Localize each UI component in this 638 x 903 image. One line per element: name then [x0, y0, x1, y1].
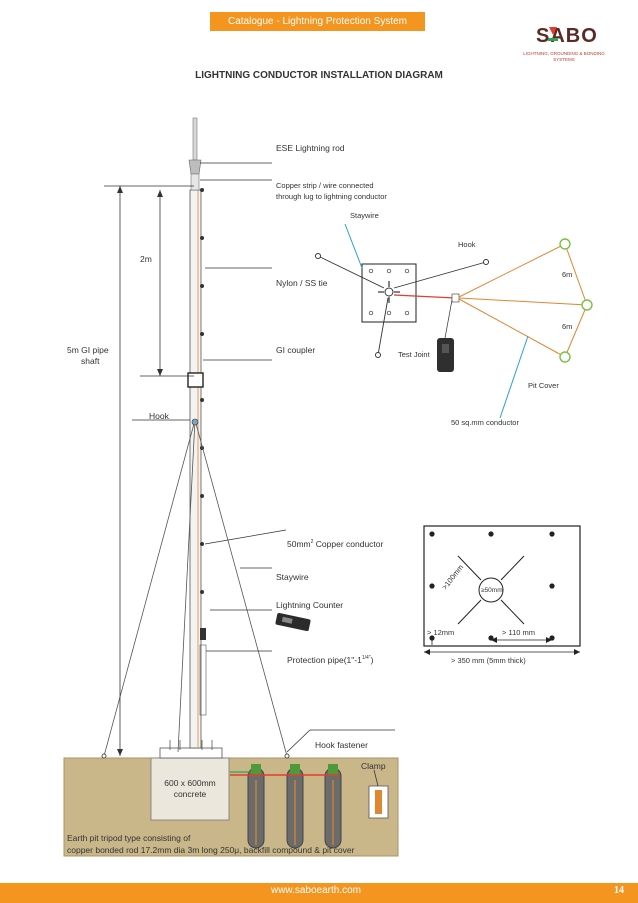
staywires	[103, 419, 288, 757]
label-protection-pipe: Protection pipe(1"-11/4")	[287, 655, 374, 665]
staywire-leader	[344, 223, 363, 269]
catalogue-title-bar: Catalogue - Lightning Protection System	[210, 12, 425, 31]
mast-hooks	[200, 188, 204, 594]
label-test-joint: Test Joint	[398, 350, 430, 359]
label-plate-hole: ≥50mm	[481, 587, 503, 594]
footer-bar	[0, 883, 638, 903]
base-bolts	[169, 740, 213, 750]
plan-view	[315, 223, 593, 419]
label-50sqmm: 50 sq.mm conductor	[451, 418, 519, 427]
label-hook-left: Hook	[149, 411, 169, 421]
sabo-logo-mark	[548, 27, 558, 41]
ese-collar	[190, 173, 200, 191]
mast-lightning-counter	[200, 628, 206, 640]
earth-electrodes	[247, 764, 342, 849]
label-copper-strip-1: Copper strip / wire connected	[276, 181, 374, 190]
label-pit-cover: Pit Cover	[528, 381, 559, 390]
mast-base-plate	[159, 747, 223, 759]
label-staywire-top: Staywire	[350, 211, 379, 220]
label-plate-left-dim: > 12mm	[427, 628, 455, 637]
base-plate-detail	[423, 525, 581, 655]
label-6m-lower: 6m	[562, 322, 573, 331]
label-lightning-counter: Lightning Counter	[276, 600, 344, 610]
lightning-counter-illustration	[275, 612, 311, 632]
label-2m: 2m	[140, 254, 152, 264]
label-gi-coupler: GI coupler	[276, 345, 316, 355]
page-number: 14	[614, 885, 624, 896]
label-6m-upper: 6m	[562, 270, 573, 279]
plan-test-joint	[451, 293, 460, 303]
label-ese-rod: ESE Lightning rod	[276, 143, 345, 153]
dimension-5m	[104, 185, 194, 756]
staywire-hook	[191, 418, 199, 426]
concrete-box	[150, 757, 230, 821]
label-copper-strip-2: through lug to lightning conductor	[276, 192, 387, 201]
gi-pipe-mast	[189, 189, 202, 749]
label-staywire-mid: Staywire	[276, 572, 309, 582]
hook-fastener-right	[284, 753, 290, 759]
gi-coupler	[187, 372, 204, 388]
hook-fastener-left	[101, 753, 107, 759]
label-plate-bottom-dim: > 350 mm (5mm thick)	[451, 656, 526, 665]
mast-protection-pipe	[199, 644, 207, 716]
label-plate-right-dim: > 110 mm	[502, 628, 535, 637]
footer-url[interactable]: www.saboearth.com	[270, 885, 362, 896]
label-clamp: Clamp	[361, 761, 386, 771]
dimension-2m	[140, 190, 194, 377]
label-gi-pipe-2: shaft	[81, 356, 100, 366]
leader-lines	[132, 162, 395, 753]
label-nylon-tie: Nylon / SS tie	[276, 278, 328, 288]
label-copper-conductor: 50mm2 Copper conductor	[287, 539, 384, 549]
label-hook-fastener: Hook fastener	[315, 740, 368, 750]
ese-rod	[192, 117, 198, 161]
ese-head	[188, 159, 202, 175]
conductor-leader	[499, 335, 529, 419]
label-hook-top: Hook	[458, 240, 476, 249]
diagram-title: LIGHTNING CONDUCTOR INSTALLATION DIAGRAM	[195, 70, 443, 81]
logo-subtitle: LIGHTNING, GROUNDING & BONDING SYSTEMS	[523, 51, 605, 62]
test-joint-box	[437, 338, 454, 372]
plan-copper-conductor	[393, 294, 456, 299]
label-gi-pipe-1: 5m GI pipe	[67, 345, 109, 355]
clamp-leader	[373, 769, 379, 787]
